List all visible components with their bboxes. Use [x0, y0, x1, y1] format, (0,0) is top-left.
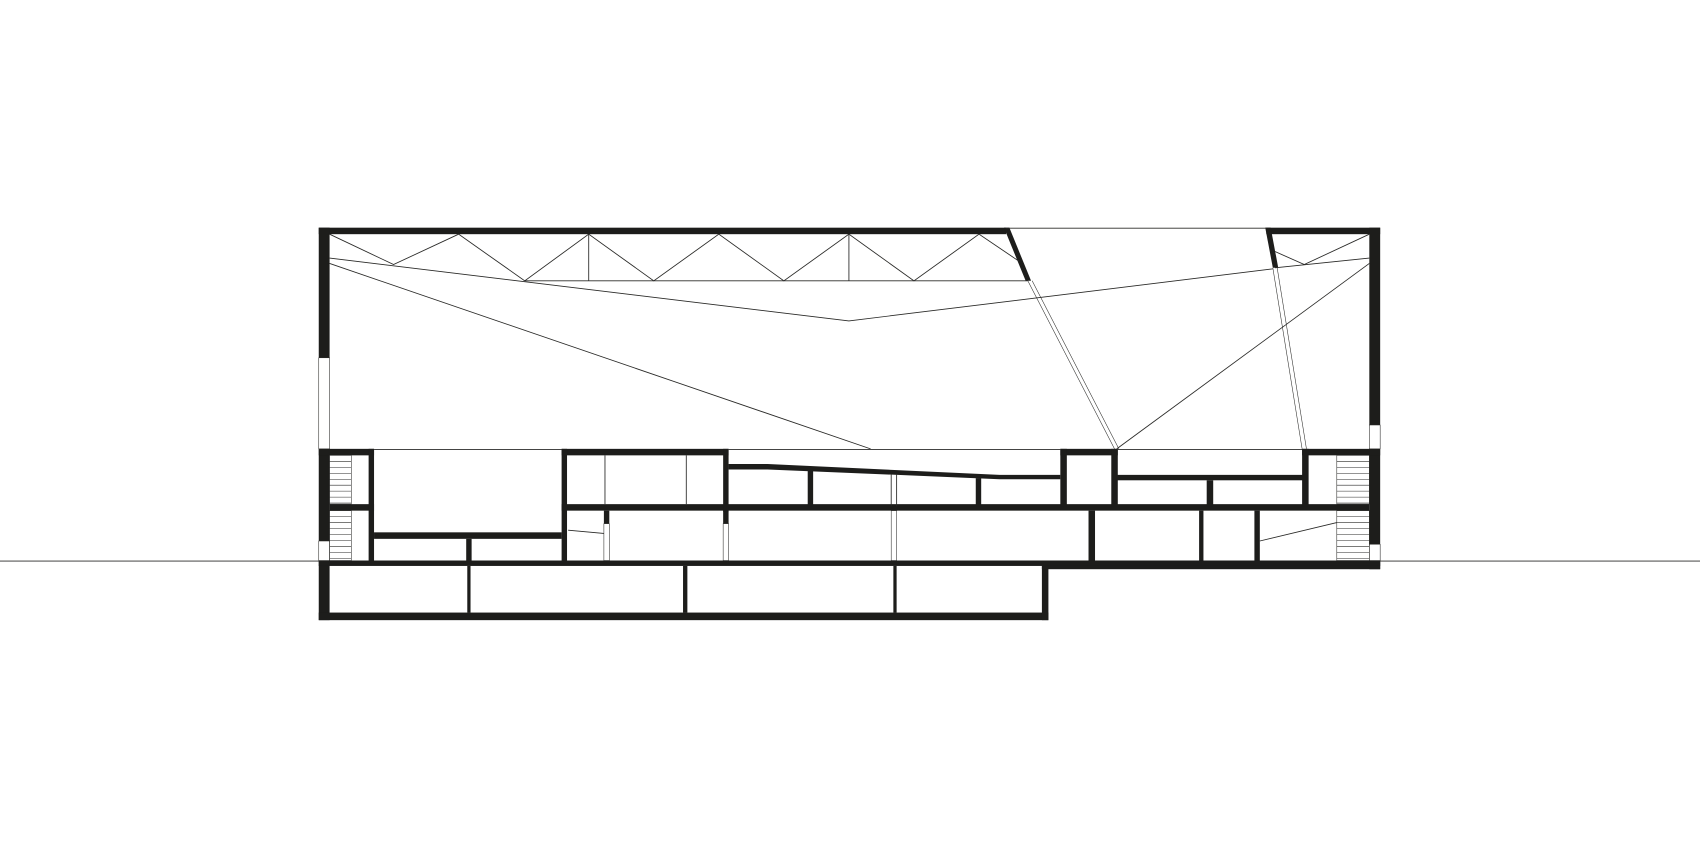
windows: [318, 357, 1381, 561]
thin-lines: [374, 227, 1337, 542]
stair-flight: [1336, 455, 1370, 505]
structural-walls: [318, 227, 1381, 621]
ceiling-geometry: [329, 257, 1370, 450]
stair-flight: [329, 510, 352, 561]
stair-flight: [329, 455, 352, 505]
stairs: [329, 455, 1370, 561]
roof-truss: [329, 233, 1370, 282]
stair-flight: [1336, 510, 1370, 561]
